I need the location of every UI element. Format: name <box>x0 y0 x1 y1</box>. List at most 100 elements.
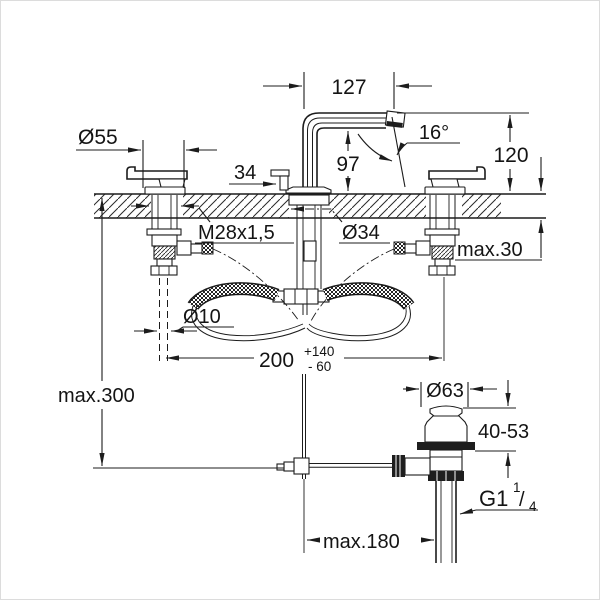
left-escutcheon <box>144 186 186 195</box>
dim-center-distance-200: 200 +140 - 60 <box>166 344 442 374</box>
dim-label: G1 <box>479 486 508 511</box>
dim-label: 40-53 <box>478 421 529 443</box>
left-port-braid <box>201 241 214 255</box>
waste-flange <box>417 442 475 450</box>
spout-escutcheon <box>285 186 332 194</box>
dim-label-sup: 1 <box>513 480 521 495</box>
left-lever <box>126 166 188 180</box>
spout-underside <box>316 127 386 192</box>
aerator <box>384 110 406 128</box>
supply-hoses <box>187 248 415 342</box>
rod-guide <box>303 240 317 262</box>
dim-waste-deck-range-4053: 40-53 <box>463 380 529 478</box>
left-port-hex <box>176 240 192 256</box>
right-valve-knurl <box>431 245 454 260</box>
left-lever-neck <box>158 178 186 188</box>
leader-arrow <box>459 508 477 515</box>
plug-cap <box>429 405 463 417</box>
left-mounting-washer <box>146 228 182 236</box>
left-valve-knurl <box>153 245 176 260</box>
aerator-screen <box>386 121 403 128</box>
left-handle-assembly <box>126 166 214 361</box>
hose-braided-right <box>323 283 414 310</box>
countertop <box>94 193 546 219</box>
dim-label: max.300 <box>58 385 135 407</box>
hose-loop-right-inner <box>308 303 407 337</box>
right-valve-body <box>429 234 456 247</box>
dim-shank-thread-m28: M28x1,5 <box>131 203 294 244</box>
dim-label-slash: / <box>519 489 525 511</box>
dim-label: Ø34 <box>342 222 380 244</box>
rod-connector-body <box>404 457 431 476</box>
spout-inner-line <box>307 117 389 192</box>
hose-centerline <box>212 248 300 322</box>
dim-spout-clearance-97: 97 <box>336 131 360 191</box>
spout-mounting-flange <box>288 194 330 206</box>
dim-label: Ø10 <box>183 306 221 328</box>
lift-rod-knob-stem <box>279 175 289 191</box>
spout-inner-line <box>312 122 387 192</box>
ball-joint-collar <box>283 461 295 472</box>
leader-line <box>291 206 343 223</box>
rod-connector-knob <box>392 455 405 477</box>
angle-leader-arc <box>357 133 393 162</box>
drain-assembly <box>392 405 475 563</box>
dim-label: 200 <box>259 349 294 372</box>
right-handle-assembly <box>393 166 486 361</box>
pop-up-linkage <box>93 374 393 553</box>
leader-line <box>198 207 211 223</box>
dim-label: Ø63 <box>426 380 464 402</box>
right-escutcheon <box>424 186 466 195</box>
left-valve-nut <box>150 265 178 276</box>
angle-leader <box>396 142 408 156</box>
right-valve-lower <box>434 258 451 267</box>
left-port-nipple <box>190 243 203 254</box>
dim-deck-thickness-max30: max.30 <box>455 157 544 261</box>
dim-spray-angle-16deg: 16° <box>357 116 460 188</box>
dim-label-sub: 4 <box>529 499 537 514</box>
dim-label: max.180 <box>323 531 400 553</box>
counter-hatch <box>183 194 289 218</box>
right-valve-nut <box>428 265 456 276</box>
label-elbow <box>176 326 184 332</box>
waste-body <box>429 449 463 472</box>
dim-spout-height-120: 120 <box>397 112 529 191</box>
dim-label: 127 <box>331 76 366 99</box>
right-lever-neck <box>430 178 460 188</box>
spout-assembly <box>270 110 406 315</box>
left-valve-lower <box>156 258 173 267</box>
ball-joint <box>293 457 310 475</box>
right-port-nipple <box>404 243 417 254</box>
dim-handle-diameter-55: Ø55 <box>76 126 217 188</box>
dim-spout-reach-127: 127 <box>263 72 432 109</box>
hose-loop-right <box>306 305 411 342</box>
dim-label: Ø55 <box>78 126 118 149</box>
ball-joint-stub <box>276 463 285 471</box>
dim-rod-diameter-10: Ø10 <box>134 306 234 334</box>
dim-waste-thread-g114: G1 1 / 4 <box>459 480 538 515</box>
dim-label: 120 <box>493 144 528 167</box>
hose-braided-left <box>188 283 279 310</box>
spout-outline <box>302 112 391 192</box>
right-lever <box>428 166 486 180</box>
dim-rod-drop-max300: max.300 <box>58 198 135 466</box>
tolerance-minus: - 60 <box>308 359 331 374</box>
dim-label: M28x1,5 <box>198 222 275 244</box>
left-valve-body <box>151 234 178 247</box>
counter-hatch <box>462 194 501 218</box>
dim-label: 34 <box>234 162 256 184</box>
dim-horizontal-reach-max180: max.180 <box>307 531 434 553</box>
tolerance-plus: +140 <box>304 344 334 359</box>
dim-label: 16° <box>419 122 449 144</box>
plug-body <box>424 415 468 443</box>
right-port-hex <box>415 240 431 256</box>
dim-knob-offset-34: 34 <box>229 162 276 187</box>
hose-fitting-block <box>283 288 319 305</box>
hose-loop-left <box>191 305 306 342</box>
dim-label: max.30 <box>457 239 523 261</box>
right-port-braid <box>393 241 406 255</box>
dim-plug-diameter-63: Ø63 <box>403 380 497 407</box>
hose-loop-left-inner <box>195 303 304 337</box>
dim-hole-diameter-34: Ø34 <box>291 206 390 244</box>
